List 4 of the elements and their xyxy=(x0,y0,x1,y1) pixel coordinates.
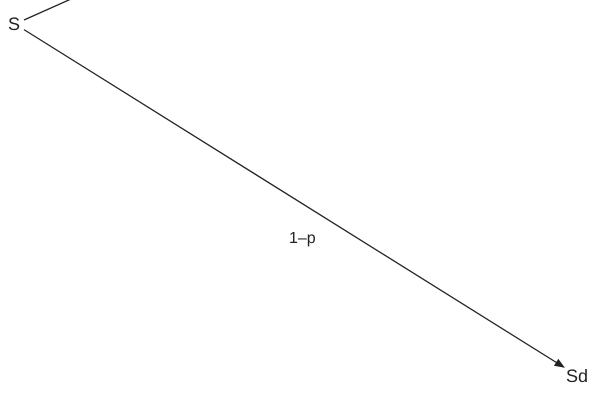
edge-label: 1–p xyxy=(287,230,318,248)
node-label: S xyxy=(8,14,20,34)
node-label: Sd xyxy=(566,366,588,386)
arrow xyxy=(24,29,565,368)
